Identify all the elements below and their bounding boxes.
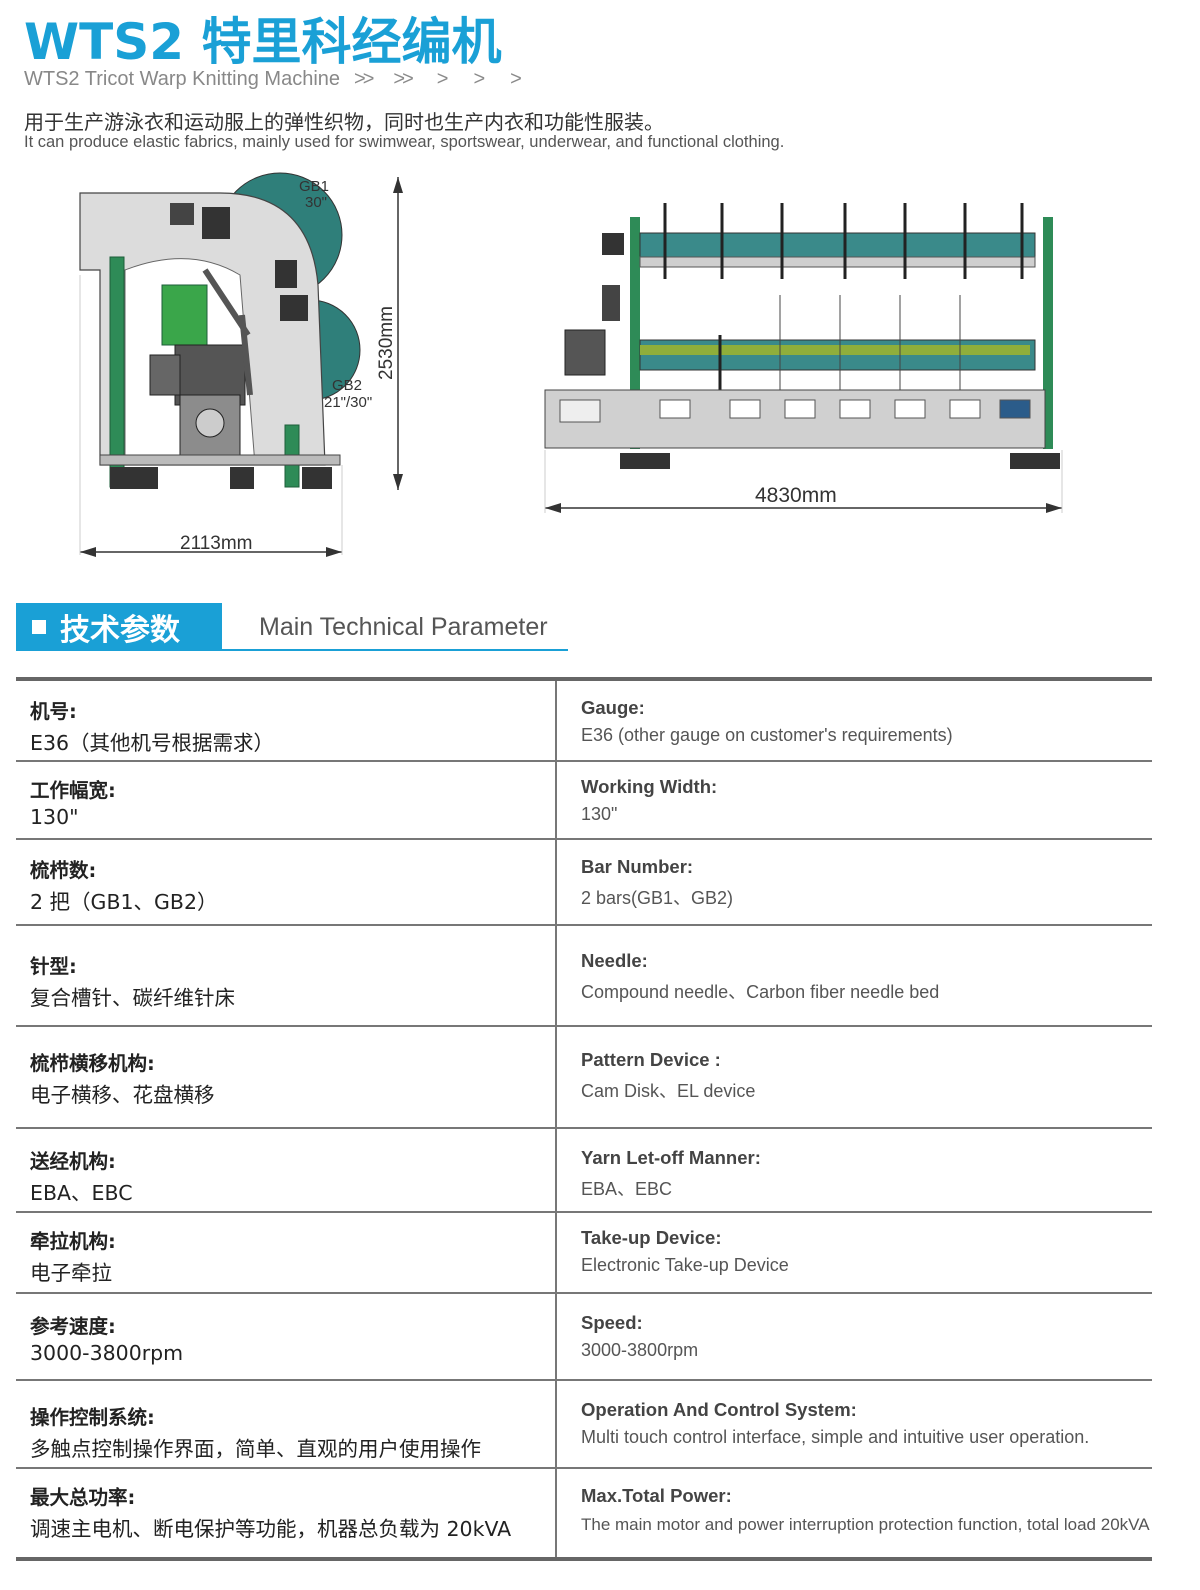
cn-cell: 操作控制系统: 多触点控制操作界面，简单、直观的用户使用操作 (16, 1381, 557, 1467)
front-view-drawing: 4830mm (544, 203, 1063, 513)
table-row: 参考速度: 3000-3800rpm Speed: 3000-3800rpm (16, 1294, 1152, 1381)
table-row: 工作幅宽: 130" Working Width: 130" (16, 762, 1152, 840)
cn-label: 梳栉数: (30, 859, 97, 882)
gb2-label: GB2 (332, 377, 362, 394)
description-en: It can produce elastic fabrics, mainly u… (24, 133, 785, 151)
cn-label: 工作幅宽: (30, 779, 116, 802)
length-dimension: 4830mm (755, 484, 837, 507)
cn-value: 130" (30, 805, 79, 829)
gb2-gauge: 21"/30" (324, 394, 372, 411)
cn-value: 3000-3800rpm (30, 1341, 184, 1365)
width-dimension: 2113mm (180, 533, 253, 554)
cn-cell: 最大总功率: 调速主电机、断电保护等功能，机器总负载为 20kVA (16, 1469, 557, 1557)
cn-label: 参考速度: (30, 1315, 116, 1338)
chevron-icon: > (473, 68, 485, 90)
chevron-icon: >> (354, 68, 374, 90)
en-value: Multi touch control interface, simple an… (581, 1427, 1090, 1447)
en-cell: Gauge: E36 (other gauge on customer's re… (557, 681, 1152, 760)
cn-label: 牵拉机构: (30, 1230, 116, 1253)
section-title-cn: 技术参数 (60, 613, 180, 648)
chevron-icon: >> (393, 68, 413, 90)
cn-value: EBA、EBC (30, 1181, 133, 1205)
height-dimension: 2530mm (376, 306, 397, 380)
table-row: 牵拉机构: 电子牵拉 Take-up Device: Electronic Ta… (16, 1213, 1152, 1294)
en-value: EBA、EBC (581, 1179, 673, 1199)
en-label: Speed: (581, 1312, 643, 1333)
page-title: WTS2 特里科经编机 (24, 13, 502, 71)
en-label: Operation And Control System: (581, 1399, 857, 1420)
en-label: Bar Number: (581, 856, 694, 877)
en-label: Gauge: (581, 697, 645, 718)
cn-label: 针型: (30, 955, 77, 978)
cn-label: 最大总功率: (30, 1486, 136, 1509)
en-cell: Needle: Compound needle、Carbon fiber nee… (557, 926, 1152, 1025)
en-cell: Pattern Device : Cam Disk、EL device (557, 1027, 1152, 1127)
en-cell: Yarn Let-off Manner: EBA、EBC (557, 1129, 1152, 1211)
table-row: 操作控制系统: 多触点控制操作界面，简单、直观的用户使用操作 Operation… (16, 1381, 1152, 1469)
cn-cell: 梳栉横移机构: 电子横移、花盘横移 (16, 1027, 557, 1127)
table-row: 送经机构: EBA、EBC Yarn Let-off Manner: EBA、E… (16, 1129, 1152, 1213)
cn-value: 电子横移、花盘横移 (30, 1083, 215, 1107)
cn-value: E36（其他机号根据需求） (30, 731, 275, 755)
cn-cell: 机号: E36（其他机号根据需求） (16, 681, 557, 760)
chevron-icon: > (510, 68, 522, 90)
en-value: The main motor and power interruption pr… (581, 1515, 1150, 1534)
cn-value: 调速主电机、断电保护等功能，机器总负载为 20kVA (30, 1517, 512, 1541)
en-label: Take-up Device: (581, 1227, 722, 1248)
cn-label: 操作控制系统: (30, 1406, 155, 1429)
section-badge: 技术参数 (16, 603, 222, 651)
cn-cell: 参考速度: 3000-3800rpm (16, 1294, 557, 1379)
section-header: 技术参数 Main Technical Parameter (16, 603, 568, 653)
cn-label: 送经机构: (30, 1150, 116, 1173)
cn-label: 梳栉横移机构: (30, 1052, 155, 1075)
en-cell: Take-up Device: Electronic Take-up Devic… (557, 1213, 1152, 1292)
en-label: Needle: (581, 950, 648, 971)
en-label: Working Width: (581, 776, 718, 797)
en-value: 130" (581, 804, 618, 824)
en-label: Pattern Device : (581, 1049, 721, 1070)
en-cell: Operation And Control System: Multi touc… (557, 1381, 1152, 1467)
page-subtitle: WTS2 Tricot Warp Knitting Machine >> >> … (24, 68, 522, 91)
subtitle-text: WTS2 Tricot Warp Knitting Machine (24, 68, 341, 90)
en-value: E36 (other gauge on customer's requireme… (581, 725, 953, 745)
cn-value: 复合槽针、碳纤维针床 (30, 986, 235, 1010)
en-cell: Speed: 3000-3800rpm (557, 1294, 1152, 1379)
cn-value: 多触点控制操作界面，简单、直观的用户使用操作 (30, 1437, 481, 1461)
section-underline (222, 649, 568, 651)
en-cell: Bar Number: 2 bars(GB1、GB2) (557, 840, 1152, 924)
side-view-drawing: GB1 30" GB2 21"/30" 2530mm 2113mm (79, 172, 403, 557)
table-row: 最大总功率: 调速主电机、断电保护等功能，机器总负载为 20kVA Max.To… (16, 1469, 1152, 1561)
cn-label: 机号: (30, 700, 77, 723)
en-value: Cam Disk、EL device (581, 1081, 756, 1101)
cn-value: 2 把（GB1、GB2） (30, 890, 218, 914)
en-label: Yarn Let-off Manner: (581, 1147, 761, 1168)
gb1-label: GB1 (299, 178, 329, 195)
en-cell: Max.Total Power: The main motor and powe… (557, 1469, 1152, 1557)
table-row: 针型: 复合槽针、碳纤维针床 Needle: Compound needle、C… (16, 926, 1152, 1027)
cn-cell: 工作幅宽: 130" (16, 762, 557, 838)
table-row: 机号: E36（其他机号根据需求） Gauge: E36 (other gaug… (16, 681, 1152, 762)
table-row: 梳栉数: 2 把（GB1、GB2） Bar Number: 2 bars(GB1… (16, 840, 1152, 926)
cn-cell: 梳栉数: 2 把（GB1、GB2） (16, 840, 557, 924)
en-cell: Working Width: 130" (557, 762, 1152, 838)
gb1-gauge: 30" (305, 194, 327, 211)
section-title-en: Main Technical Parameter (259, 613, 548, 641)
description-cn: 用于生产游泳衣和运动服上的弹性织物，同时也生产内衣和功能性服装。 (24, 110, 664, 134)
en-value: Compound needle、Carbon fiber needle bed (581, 982, 940, 1002)
cn-cell: 送经机构: EBA、EBC (16, 1129, 557, 1211)
en-value: 2 bars(GB1、GB2) (581, 888, 734, 908)
cn-cell: 针型: 复合槽针、碳纤维针床 (16, 926, 557, 1025)
cn-cell: 牵拉机构: 电子牵拉 (16, 1213, 557, 1292)
table-row: 梳栉横移机构: 电子横移、花盘横移 Pattern Device : Cam D… (16, 1027, 1152, 1129)
en-value: 3000-3800rpm (581, 1340, 699, 1360)
square-icon (32, 620, 46, 634)
en-value: Electronic Take-up Device (581, 1255, 789, 1275)
cn-value: 电子牵拉 (30, 1261, 112, 1285)
parameter-table: 机号: E36（其他机号根据需求） Gauge: E36 (other gaug… (16, 677, 1152, 1561)
chevron-icon: > (436, 68, 449, 90)
en-label: Max.Total Power: (581, 1485, 732, 1506)
